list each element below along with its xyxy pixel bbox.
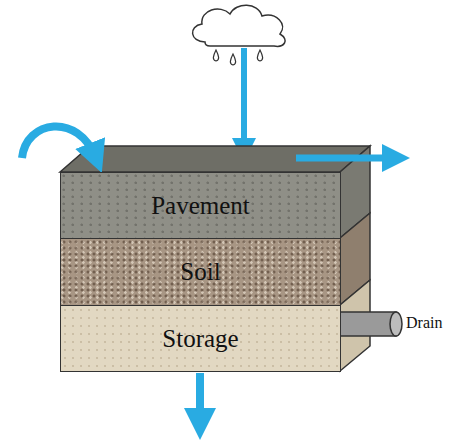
pavement-layer: Pavement xyxy=(60,172,341,239)
drain-pipe xyxy=(338,312,396,336)
rain-arrow xyxy=(241,48,247,150)
drain-label: Drain xyxy=(406,314,442,332)
drain-pipe-end xyxy=(390,312,402,336)
rain-drop xyxy=(213,50,218,61)
layer-label: Storage xyxy=(159,325,241,353)
run-on-arrow xyxy=(22,126,96,158)
layer-label: Soil xyxy=(177,258,223,286)
infiltration-arrow xyxy=(196,373,204,424)
soil-layer: Soil xyxy=(60,238,341,306)
runoff-arrow xyxy=(296,155,396,162)
storage-layer: Storage xyxy=(60,305,341,372)
layer-label: Pavement xyxy=(148,192,253,220)
rain-drop xyxy=(257,50,262,61)
rain-cloud xyxy=(193,5,286,46)
rain-drop xyxy=(230,54,235,65)
